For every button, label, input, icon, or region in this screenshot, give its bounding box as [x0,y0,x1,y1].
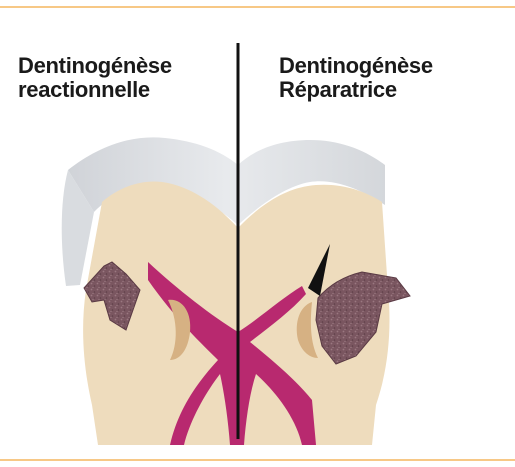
label-right-line2: Réparatrice [279,78,433,102]
label-right-line1: Dentinogénèse [279,54,433,78]
label-left-line1: Dentinogénèse [18,54,172,78]
label-reactional-dentinogenesis: Dentinogénèse reactionnelle [18,54,172,102]
label-left-line2: reactionnelle [18,78,172,102]
divider-line [237,43,240,439]
label-reparative-dentinogenesis: Dentinogénèse Réparatrice [279,54,433,102]
